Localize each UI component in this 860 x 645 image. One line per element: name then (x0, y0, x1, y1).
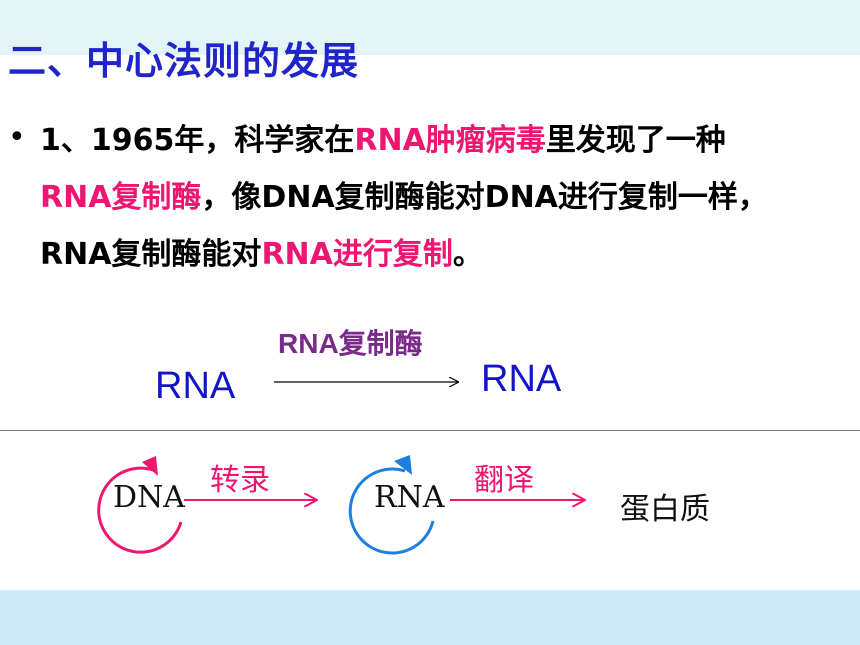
transcription-label: 转录 (210, 463, 270, 498)
paragraph-line: RNA复制酶，像DNA复制酶能对DNA进行复制一样， (40, 169, 855, 226)
rna-cycle-arc (348, 467, 435, 555)
body-text: 里发现了一种 (545, 123, 726, 158)
divider-line (0, 430, 860, 431)
rna-label: RNA (374, 480, 445, 515)
dna-label: DNA (113, 480, 185, 515)
bullet-dot: • (8, 120, 26, 155)
paragraph-line: RNA复制酶能对RNA进行复制。 (40, 226, 855, 283)
top-band (0, 0, 860, 55)
bottom-band (0, 590, 860, 645)
highlighted-text: RNA肿瘤病毒 (354, 123, 546, 158)
body-text: 1、1965年，科学家在 (40, 123, 355, 158)
dna-cycle-arrowhead (142, 456, 158, 476)
body-text: 。 (452, 237, 483, 272)
dna-cycle-arc (97, 466, 183, 554)
body-text: ，像DNA复制酶能对DNA进行复制一样， (201, 180, 768, 215)
translation-label: 翻译 (474, 463, 534, 498)
protein-label: 蛋白质 (620, 492, 710, 527)
rna-source-label: RNA (155, 365, 236, 407)
rna-target-label: RNA (481, 358, 562, 400)
enzyme-label: RNA复制酶 (278, 328, 423, 359)
body-text: RNA复制酶能对 (40, 237, 262, 272)
highlighted-text: RNA进行复制 (261, 237, 453, 272)
highlighted-text: RNA复制酶 (40, 180, 202, 215)
slide-title: 二、中心法则的发展 (8, 39, 360, 83)
rna-cycle-arrowhead (394, 455, 412, 475)
paragraph-line: 1、1965年，科学家在RNA肿瘤病毒里发现了一种 (40, 112, 855, 169)
